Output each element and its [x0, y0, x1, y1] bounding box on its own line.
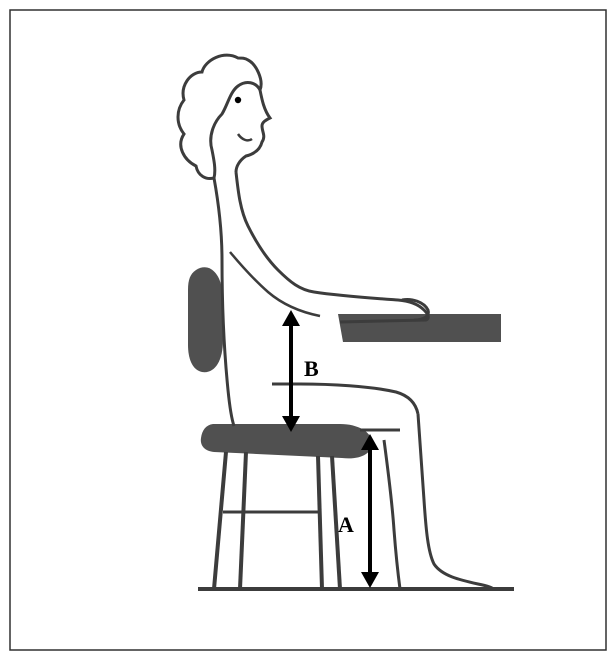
label-a: A	[338, 512, 354, 537]
chair-backrest	[188, 267, 223, 372]
label-b: B	[304, 356, 319, 381]
figure-border	[10, 10, 606, 650]
eye	[235, 97, 241, 103]
